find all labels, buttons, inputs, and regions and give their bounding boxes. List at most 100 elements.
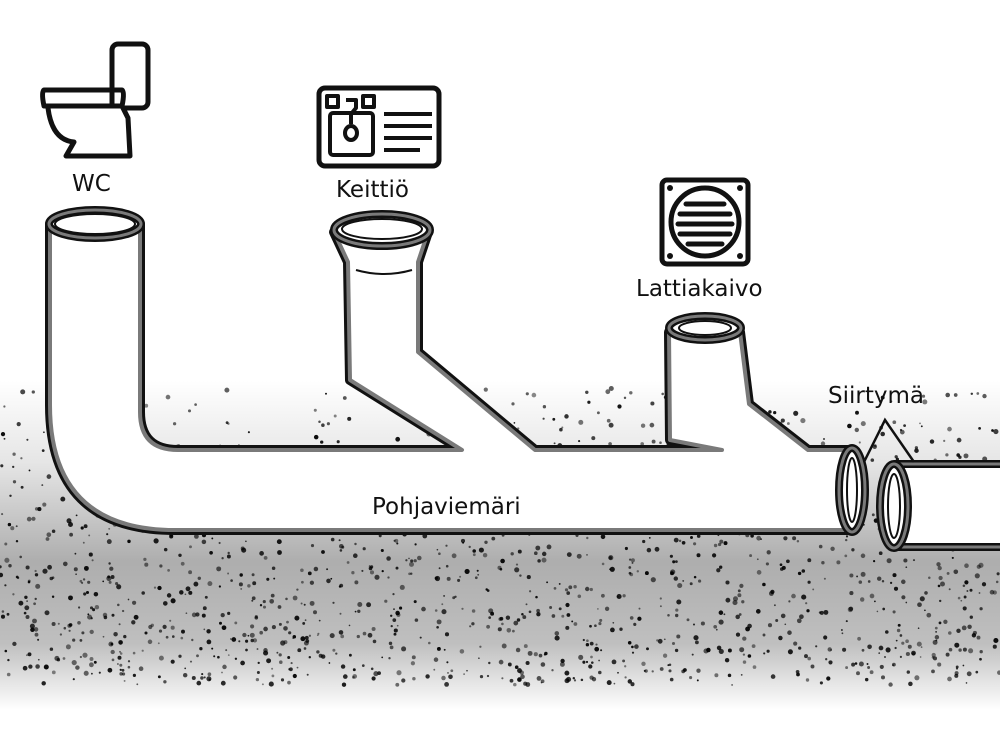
soil-particle [191,612,197,618]
soil-particle [742,636,747,641]
soil-particle [119,650,121,653]
soil-particle [823,577,826,580]
soil-particle [778,635,783,641]
soil-particle [644,571,649,576]
soil-particle [0,565,2,569]
soil-particle [463,673,465,675]
soil-particle [43,664,49,670]
soil-particle [121,672,126,676]
soil-particle [675,560,678,563]
soil-particle [911,652,916,656]
soil-particle [206,639,212,645]
soil-particle [388,641,393,646]
soil-particle [330,537,335,542]
soil-particle [845,666,849,670]
soil-particle [622,594,626,598]
soil-particle [659,597,662,600]
soil-particle [335,652,338,655]
soil-particle [330,577,333,580]
soil-particle [329,633,335,639]
soil-particle [69,532,73,537]
soil-particle [905,566,908,569]
soil-particle [196,654,199,658]
soil-particle [519,574,522,577]
soil-particle [287,656,291,659]
soil-particle [132,673,136,677]
soil-particle [750,534,754,538]
kitchen-pipe-opening [330,210,434,250]
soil-particle [316,634,319,637]
soil-particle [108,580,112,584]
soil-particle [399,584,405,590]
soil-particle [88,552,93,557]
soil-particle [396,670,402,676]
soil-particle [627,641,632,645]
soil-particle [238,582,243,587]
soil-particle [546,581,549,584]
soil-particle [292,595,298,601]
soil-particle [693,575,697,579]
soil-particle [263,650,269,656]
soil-particle [880,431,885,437]
soil-particle [191,638,194,642]
soil-particle [6,612,10,616]
soil-particle [162,624,167,630]
soil-particle [51,621,56,627]
soil-particle [257,661,260,665]
soil-particle [849,591,854,596]
soil-particle [483,387,488,392]
soil-particle [541,551,547,557]
soil-particle [410,559,414,563]
soil-particle [780,418,785,423]
soil-particle [661,392,664,396]
soil-particle [888,682,893,687]
soil-particle [26,438,29,441]
soil-particle [561,614,565,618]
soil-particle [717,542,722,547]
soil-particle [83,670,89,676]
soil-particle [118,623,121,626]
soil-particle [249,632,255,638]
soil-particle [674,648,679,653]
soil-particle [428,641,431,645]
soil-particle [903,424,906,427]
soil-particle [351,571,355,575]
soil-particle [65,644,71,650]
soil-particle [4,649,8,653]
soil-particle [414,618,419,622]
soil-particle [116,584,122,590]
soil-particle [542,417,545,420]
soil-particle [208,678,211,681]
soil-particle [773,410,777,415]
soil-particle [851,662,856,667]
soil-particle [89,629,94,635]
soil-particle [37,507,42,512]
soil-particle [184,593,187,596]
soil-particle [589,587,593,592]
soil-particle [591,661,594,664]
soil-particle [108,527,111,530]
soil-particle [663,638,666,641]
soil-particle [247,634,250,637]
soil-particle [981,582,987,587]
soil-particle [108,641,114,647]
soil-particle [821,561,825,565]
soil-particle [752,665,757,669]
soil-particle [166,593,172,598]
soil-particle [62,657,66,660]
soil-particle [340,664,346,669]
soil-particle [245,648,248,652]
soil-particle [157,675,161,679]
soil-particle [979,607,983,611]
soil-particle [566,613,571,617]
soil-particle [554,631,560,636]
soil-particle [922,399,928,405]
soil-particle [488,661,491,665]
soil-particle [805,602,808,605]
soil-particle [694,640,699,645]
soil-particle [735,614,740,620]
soil-particle [667,614,670,617]
soil-particle [691,653,694,656]
soil-particle [624,546,628,551]
soil-particle [7,658,10,662]
